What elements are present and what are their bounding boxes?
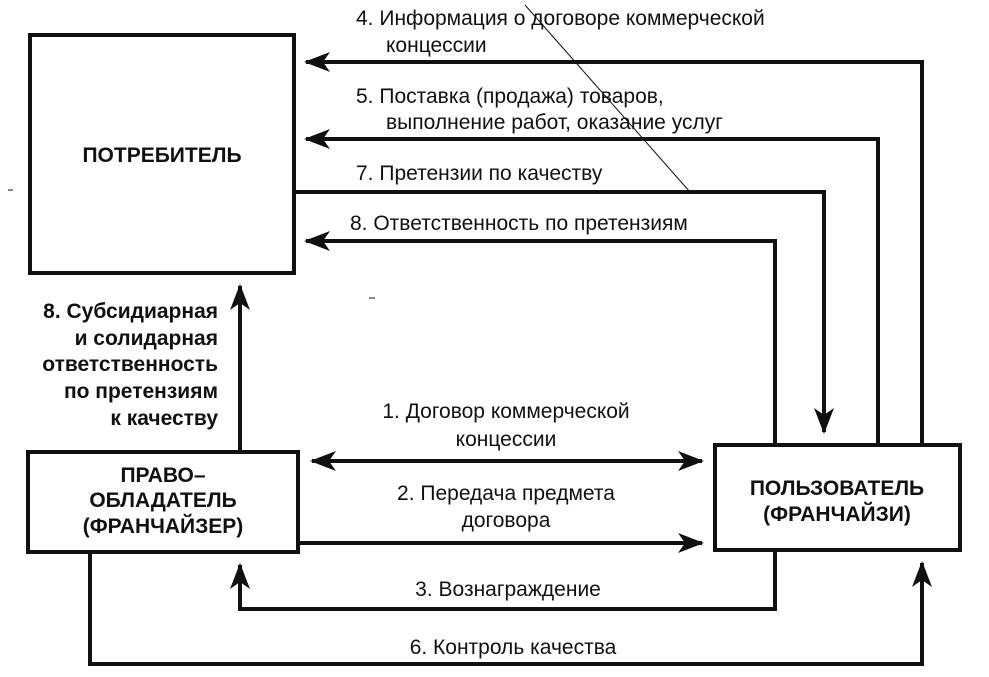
flow-7-label: 7. Претензии по качеству (356, 162, 603, 185)
flow-6-label: 6. Контроль качества (410, 636, 617, 659)
flow-5-label-line1: 5. Поставка (продажа) товаров, (356, 85, 664, 108)
flow-8-side-label-line5: к качеству (110, 407, 218, 430)
rightholder-label-line2: ОБЛАДАТЕЛЬ (89, 489, 236, 512)
flow-8-label: 8. Ответственность по претензиям (350, 212, 688, 235)
flow-4-label-line2: концессии (386, 34, 487, 57)
flow-4-arrow (304, 52, 924, 445)
diagonal-stroke (524, 4, 691, 193)
flow-8-side-label-line4: по претензиям (64, 380, 218, 403)
flow-8-side-label-line3: ответственность (42, 353, 218, 376)
flow-8-arrow (304, 231, 777, 445)
consumer-label: ПОТРЕБИТЕЛЬ (82, 144, 241, 167)
flow-1-label-line1: 1. Договор коммерческой (382, 400, 629, 423)
flow-4-label-line1: 4. Информация о договоре коммерческой (356, 7, 765, 30)
flow-2-label-line2: договора (462, 509, 551, 532)
flow-2-label-line1: 2. Передача предмета (397, 482, 615, 505)
consumer-box (28, 33, 296, 275)
rightholder-label-line3: (ФРАНЧАЙЗЕР) (83, 514, 244, 538)
flow-3-arrow (230, 550, 777, 611)
user-label-line1: ПОЛЬЗОВАТЕЛЬ (750, 477, 924, 500)
user-box (713, 443, 962, 552)
flow-3-label: 3. Вознаграждение (415, 578, 601, 601)
flow-1-label-line2: концессии (456, 428, 557, 451)
flow-8-side-label-line2: и солидарная (75, 327, 218, 350)
user-label-line2: (ФРАНЧАЙЗИ) (763, 502, 911, 526)
flow-5-label-line2: выполнение работ, оказание услуг (386, 111, 723, 134)
flow-8-side-label-line1: 8. Субсидиарная (43, 300, 218, 323)
rightholder-label-line1: ПРАВО– (120, 464, 205, 487)
flow-5-arrow (304, 129, 880, 445)
flow-6-arrow (88, 552, 932, 666)
rightholder-box (26, 450, 300, 554)
flow-7-arrow (294, 190, 834, 434)
